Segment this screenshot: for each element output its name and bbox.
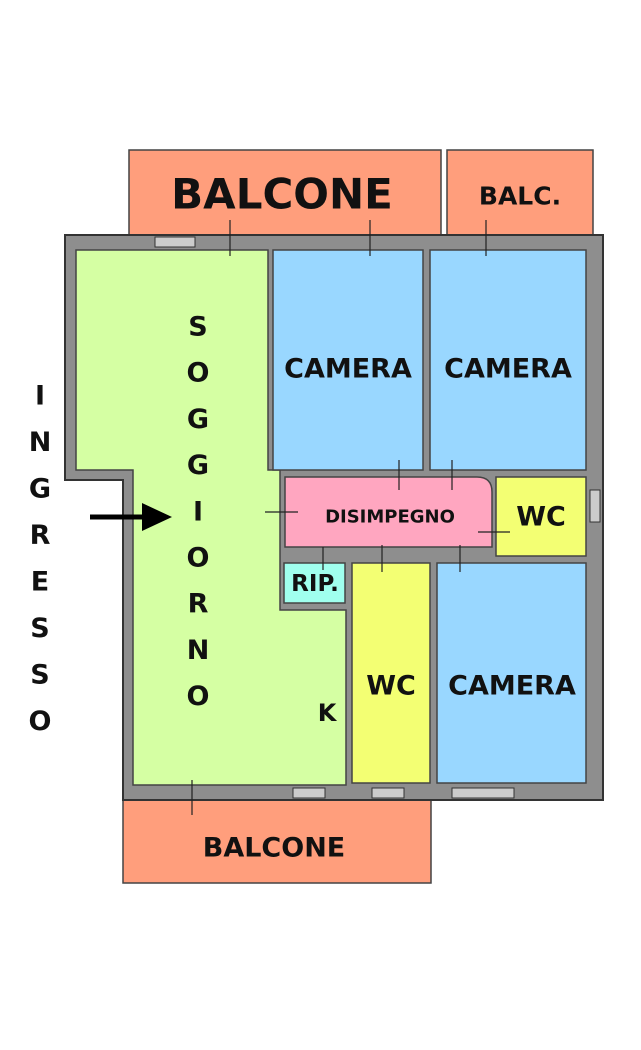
balc-small-label: BALC. <box>479 182 561 211</box>
rip-label: RIP. <box>291 571 339 597</box>
balcone-bottom-label: BALCONE <box>203 833 346 864</box>
soggiorno-letter: I <box>193 496 203 527</box>
camera-2-label: CAMERA <box>444 354 572 385</box>
camera-3-area <box>436 562 587 784</box>
camera-1-label: CAMERA <box>284 354 412 385</box>
soggiorno-letter: O <box>187 681 210 712</box>
wc-1-label: WC <box>516 502 566 533</box>
balcone-top-label: BALCONE <box>171 170 393 219</box>
soggiorno-letter: O <box>187 543 210 574</box>
camera-3-label: CAMERA <box>448 671 576 702</box>
soggiorno-letter: N <box>187 635 210 666</box>
camera-2-area <box>429 249 587 471</box>
ingresso-letter: S <box>30 613 49 644</box>
soggiorno-area <box>75 249 347 786</box>
soggiorno-letter: S <box>188 312 207 343</box>
kitchen-label: K <box>318 699 338 727</box>
ingresso-letter: G <box>29 474 51 505</box>
ingresso-letter: S <box>30 660 49 691</box>
soggiorno-letter: R <box>188 589 209 620</box>
disimpegno-label: DISIMPEGNO <box>325 507 455 528</box>
balc-small-area <box>446 149 594 238</box>
door-ticks <box>154 220 601 815</box>
wc-2-area <box>351 562 431 784</box>
ingresso-letter: N <box>29 427 52 458</box>
balcone-top-area <box>128 149 442 238</box>
ingresso-letter: E <box>31 567 49 598</box>
entrance-arrow-icon <box>90 503 172 531</box>
soggiorno-letter: O <box>187 358 210 389</box>
camera-1-area <box>272 249 424 471</box>
wc-2-label: WC <box>366 671 416 702</box>
ingresso-letter: O <box>29 706 52 737</box>
wc-1-area <box>495 476 587 557</box>
ingresso-letter: I <box>35 381 45 412</box>
ingresso-letter: R <box>30 520 51 551</box>
disimpegno-area <box>284 476 493 548</box>
soggiorno-letter: G <box>187 450 209 481</box>
rip-area <box>283 562 346 604</box>
soggiorno-letter: G <box>187 404 209 435</box>
